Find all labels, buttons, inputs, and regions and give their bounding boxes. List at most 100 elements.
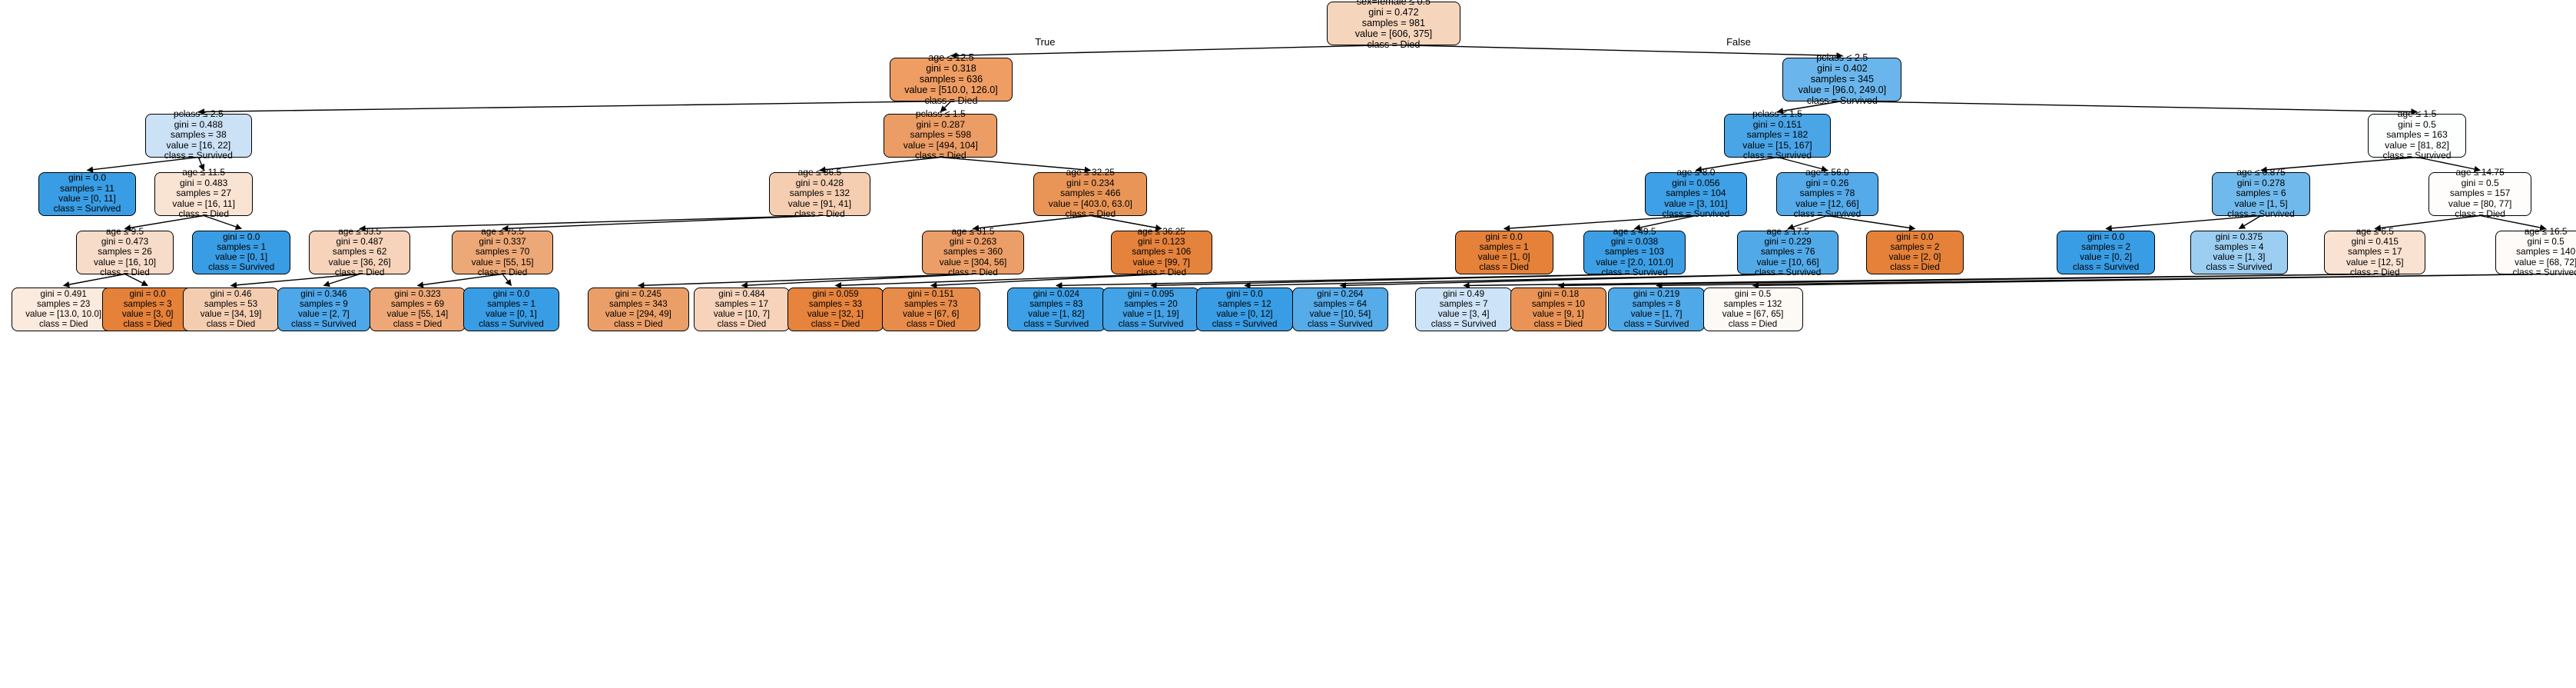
node-value: value = [10, 66] xyxy=(1756,256,1819,268)
node-gini: gini = 0.245 xyxy=(615,289,661,300)
edge-label-true: True xyxy=(1035,36,1056,48)
node-gini: gini = 0.287 xyxy=(916,118,965,130)
node-value: value = [304, 56] xyxy=(939,256,1007,268)
node-samples: samples = 140 xyxy=(2516,246,2576,258)
node-condition: age ≤ 49.5 xyxy=(1613,226,1656,237)
node-value: value = [2.0, 101.0] xyxy=(1596,256,1673,268)
node-gini: gini = 0.095 xyxy=(1127,289,1175,300)
node-gini: gini = 0.487 xyxy=(336,236,383,248)
node-samples: samples = 1 xyxy=(1479,241,1529,252)
node-value: value = [55, 14] xyxy=(386,309,449,319)
node-samples: samples = 132 xyxy=(1723,299,1782,310)
node-gini: gini = 0.5 xyxy=(1734,289,1772,300)
node-gini: gini = 0.428 xyxy=(795,177,844,188)
node-samples: samples = 10 xyxy=(1531,299,1585,310)
tree-edge xyxy=(2105,214,2262,232)
node-samples: samples = 76 xyxy=(1760,246,1815,258)
node-condition: age ≤ 17.5 xyxy=(1766,226,1809,237)
node-class: class = Died xyxy=(1367,39,1421,51)
node-samples: samples = 132 xyxy=(789,188,850,199)
node-gini: gini = 0.278 xyxy=(2236,177,2286,188)
node-value: value = [96.0, 249.0] xyxy=(1798,85,1887,96)
node-samples: samples = 1 xyxy=(217,241,267,252)
node-class: class = Survived xyxy=(1212,318,1278,329)
tree-edge xyxy=(1752,273,2546,289)
node-gini: gini = 0.18 xyxy=(1537,289,1580,300)
node-class: class = Survived xyxy=(2206,261,2273,273)
node-condition: age ≤ 36.5 xyxy=(797,167,842,178)
node-class: class = Survived xyxy=(2227,208,2295,220)
node-class: class = Survived xyxy=(164,150,233,161)
node-samples: samples = 466 xyxy=(1060,188,1121,199)
tree-edge xyxy=(1339,273,1789,289)
node-samples: samples = 981 xyxy=(1361,17,1426,28)
node-gini: gini = 0.472 xyxy=(1368,6,1419,18)
tree-edge xyxy=(502,274,512,287)
node-value: value = [13.0, 10.0] xyxy=(25,309,102,319)
node-class: class = Died xyxy=(477,266,528,278)
node-gini: gini = 0.038 xyxy=(1610,236,1659,248)
node-samples: samples = 2 xyxy=(1890,241,1940,252)
node-class: class = Died xyxy=(717,318,767,329)
node-samples: samples = 103 xyxy=(1605,246,1665,258)
tree-edge xyxy=(741,273,973,289)
node-class: class = Survived xyxy=(1793,208,1862,220)
node-samples: samples = 6 xyxy=(2236,188,2286,199)
node-condition: age ≤ 32.25 xyxy=(1066,167,1115,178)
tree-edge xyxy=(1393,44,1843,59)
node-value: value = [16, 11] xyxy=(172,198,235,209)
node-class: class = Died xyxy=(393,318,443,329)
node-condition: age ≤ 12.5 xyxy=(928,52,974,63)
node-gini: gini = 0.402 xyxy=(1817,62,1868,74)
node-condition: age ≤ 56.0 xyxy=(1805,167,1849,178)
node-samples: samples = 73 xyxy=(904,299,958,310)
node-class: class = Survived xyxy=(291,318,356,329)
node-samples: samples = 1 xyxy=(487,299,535,310)
tree-edge xyxy=(1633,214,1696,231)
node-value: value = [99, 7] xyxy=(1132,256,1190,268)
node-samples: samples = 345 xyxy=(1810,73,1874,85)
node-samples: samples = 17 xyxy=(2348,246,2402,258)
tree-edge xyxy=(323,273,360,287)
node-class: class = Died xyxy=(948,266,998,278)
node-gini: gini = 0.26 xyxy=(1805,177,1849,188)
node-value: value = [80, 77] xyxy=(2448,198,2512,209)
node-class: class = Died xyxy=(123,318,172,329)
node-samples: samples = 598 xyxy=(910,129,972,141)
tree-edge xyxy=(940,101,952,113)
node-value: value = [32, 1] xyxy=(807,309,864,319)
node-condition: sex=female ≤ 0.5 xyxy=(1356,0,1431,7)
tree-edge xyxy=(2374,214,2481,231)
tree-edge xyxy=(230,273,360,289)
node-value: value = [403.0, 63.0] xyxy=(1048,198,1132,209)
tree-edge xyxy=(834,273,1162,289)
node-class: class = Survived xyxy=(1623,318,1689,329)
node-class: class = Survived xyxy=(1662,208,1730,220)
node-class: class = Died xyxy=(1065,208,1116,220)
node-condition: age ≤ 31.5 xyxy=(951,226,995,237)
node-class: class = Survived xyxy=(1806,95,1878,107)
node-condition: age ≤ 6.5 xyxy=(2356,226,2394,237)
node-class: class = Died xyxy=(1728,318,1778,329)
tree-edge xyxy=(416,273,503,288)
node-condition: pclass ≤ 1.5 xyxy=(1752,108,1802,119)
node-class: class = Survived xyxy=(53,203,121,214)
